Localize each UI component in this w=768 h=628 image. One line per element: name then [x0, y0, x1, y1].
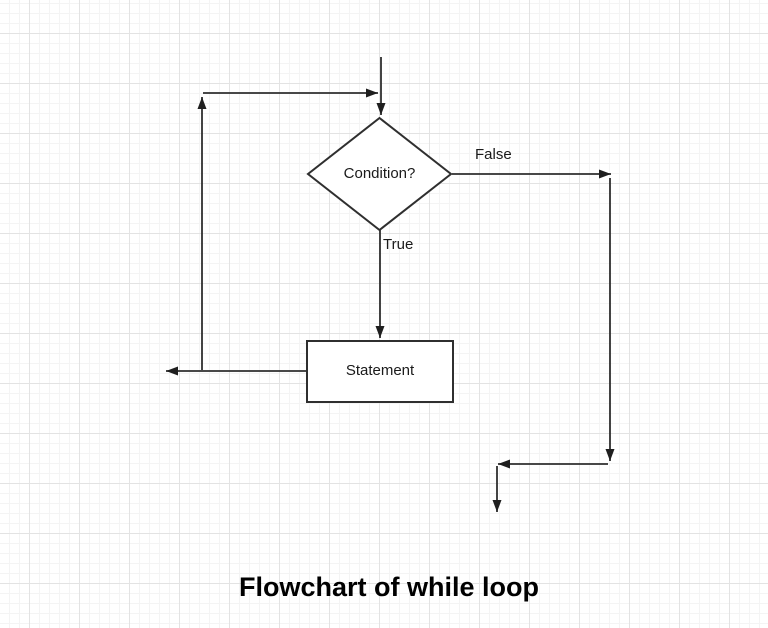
true-branch-label: True	[383, 236, 414, 253]
false-branch-label: False	[475, 146, 512, 163]
statement-rect	[306, 340, 454, 403]
diagram-title: Flowchart of while loop	[239, 572, 539, 602]
condition-diamond	[306, 116, 453, 232]
condition-node-label: Condition?	[343, 165, 416, 182]
statement-node-label: Statement	[345, 362, 415, 379]
